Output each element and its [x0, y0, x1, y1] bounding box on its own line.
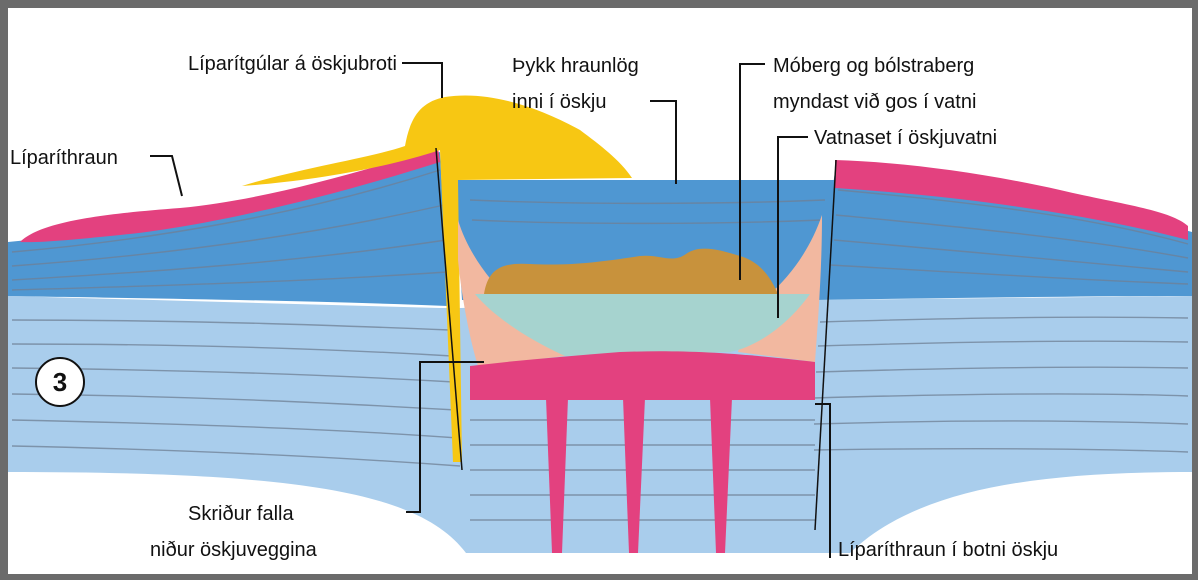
label-thick-lava-line2: inni í öskju [512, 91, 607, 113]
label-rhyolite-dome-on-fault: Líparítgúlar á öskjubroti [188, 53, 397, 75]
label-rhyolite-lava: Líparíthraun [10, 147, 118, 169]
label-hyaloclastite-line2: myndast við gos í vatni [773, 91, 976, 113]
label-caldera-floor-lava: Líparíthraun í botni öskju [838, 539, 1058, 561]
label-thick-lava-line1: Þykk hraunlög [512, 55, 639, 77]
label-talus-line2: niður öskjuveggina [150, 539, 318, 561]
label-talus-line1: Skriður falla [188, 503, 294, 525]
stage-number: 3 [53, 367, 67, 397]
label-hyaloclastite-line1: Móberg og bólstraberg [773, 55, 974, 77]
label-lake-sediment: Vatnaset í öskjuvatni [814, 127, 997, 149]
stage-number-badge: 3 [36, 358, 84, 406]
